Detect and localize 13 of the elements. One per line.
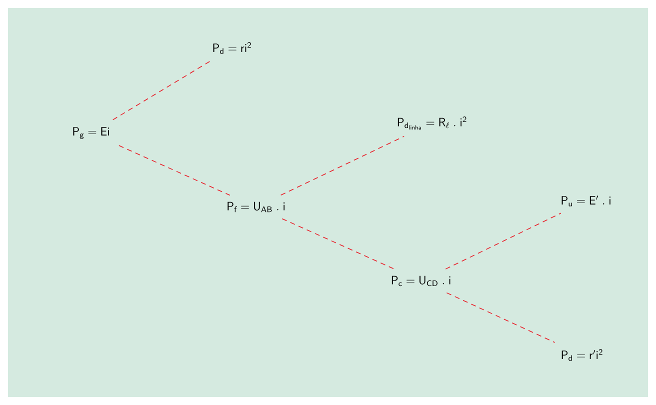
formula-text: $\mathsf{P_d = ri^2}$ xyxy=(213,42,251,54)
formula-text: $\mathsf{P_f = U_{AB}\ .\ i}$ xyxy=(228,202,285,212)
formula-text: $\mathsf{P_{d_{linha}} = R_{\ell}\ .\ i^2}$ xyxy=(398,116,466,130)
connector-line xyxy=(280,136,405,196)
connector-line xyxy=(446,292,556,343)
connector-line xyxy=(282,218,396,270)
formula-text: $\mathsf{P_u = E'\ .\ i}$ xyxy=(562,196,610,206)
formula-text: $\mathsf{P_d = r'i^2}$ xyxy=(562,349,602,361)
connector-line xyxy=(112,60,211,120)
formula-text: $\mathsf{P_g = Ei}$ xyxy=(73,127,110,139)
formula-text: $\mathsf{P_c = U_{CD}\ .\ i}$ xyxy=(392,276,450,286)
connector-line xyxy=(118,145,230,196)
connector-line xyxy=(445,212,562,270)
